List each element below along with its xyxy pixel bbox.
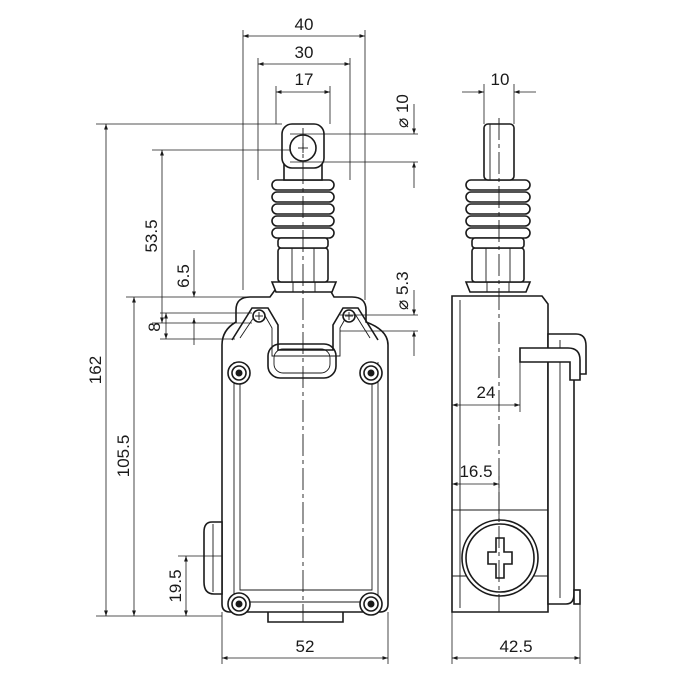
- cover-screw-bottom-right: [359, 592, 383, 616]
- side-lever: [519, 347, 581, 381]
- front-window-inner: [273, 348, 331, 374]
- front-window: [267, 343, 337, 379]
- dim-label-42-5: 42.5: [499, 637, 532, 656]
- side-knob: [461, 519, 539, 597]
- side-neck: [471, 247, 525, 283]
- dim-label-19-5: 19.5: [166, 569, 185, 602]
- dim-label-side-10: 10: [491, 70, 510, 89]
- front-cover-inner-2: [239, 372, 373, 591]
- side-view: [451, 118, 587, 613]
- front-housing: [221, 289, 389, 613]
- dim-label-16-5: 16.5: [459, 462, 492, 481]
- dim-label-8: 8: [145, 322, 164, 331]
- dim-label-105-5: 105.5: [114, 435, 133, 478]
- side-cover-tab: [573, 589, 581, 605]
- dim-label-53-5: 53.5: [142, 219, 161, 252]
- front-view: [203, 123, 389, 623]
- head-screw-left: [252, 309, 266, 323]
- front-foot: [267, 612, 344, 623]
- dim-label-24: 24: [477, 383, 496, 402]
- knob-cross-icon: [487, 537, 513, 579]
- hex-nut: [270, 281, 338, 293]
- dim-label-dia-5-3: ⌀ 5.3: [393, 271, 412, 310]
- dim-label-40: 40: [295, 15, 314, 34]
- dim-label-dia-10: ⌀ 10: [393, 94, 412, 128]
- dim-label-17: 17: [295, 70, 314, 89]
- dim-label-52: 52: [296, 637, 315, 656]
- cover-screw-bottom-left: [227, 592, 251, 616]
- front-dimensions: 40 30 17 ⌀ 10 ⌀ 5.3 53.5 6.5: [86, 15, 418, 664]
- head-screw-right: [342, 309, 356, 323]
- side-dimensions: 10 24 16.5 42.5: [451, 70, 581, 664]
- side-bellows: [465, 179, 531, 249]
- cover-screw-top-right: [359, 361, 383, 385]
- head-plate: [231, 307, 379, 351]
- side-hex-nut: [464, 281, 532, 293]
- dim-label-162: 162: [86, 356, 105, 384]
- cover-screw-top-left: [227, 361, 251, 385]
- dim-label-6-5: 6.5: [174, 264, 193, 288]
- dim-label-30: 30: [295, 43, 314, 62]
